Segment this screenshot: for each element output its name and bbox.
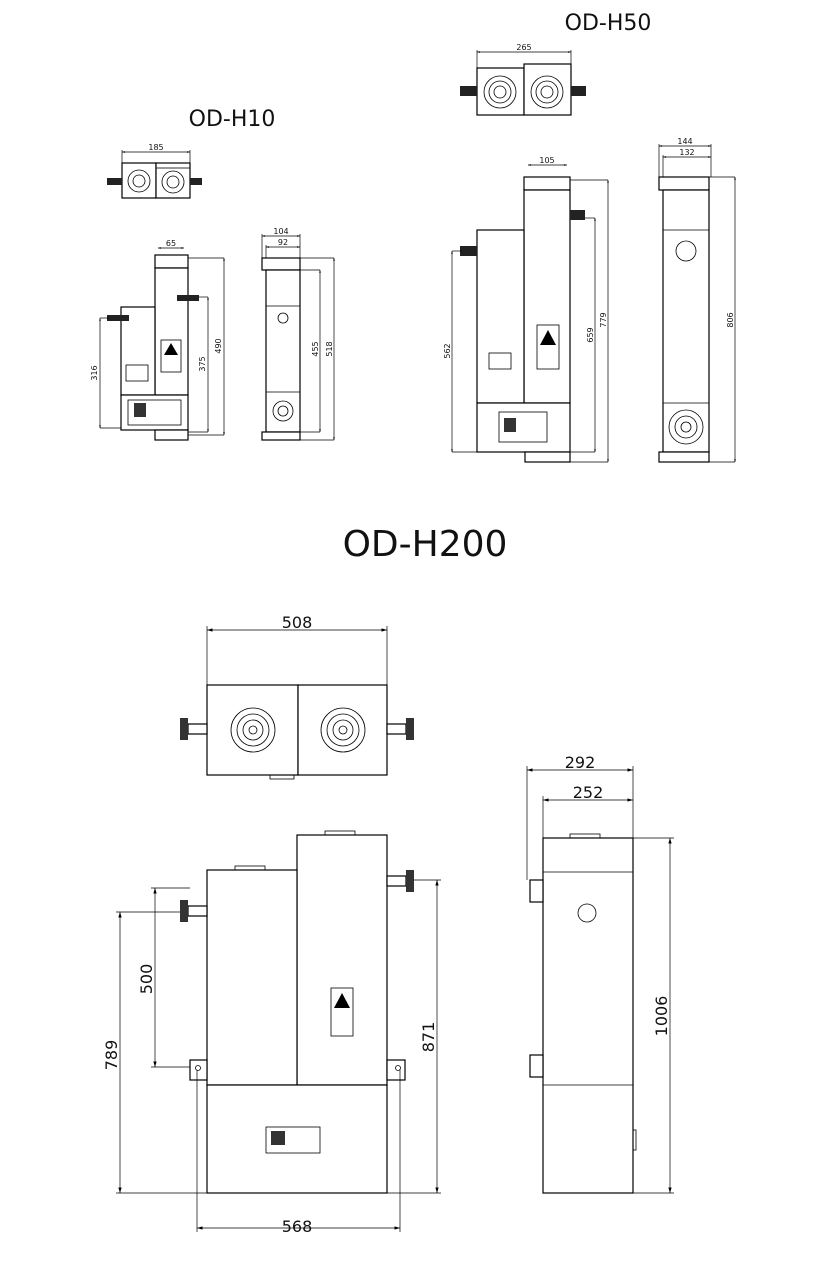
- od-h10-top-view: [107, 150, 202, 199]
- od-h200-side-width-outer: 292: [565, 753, 596, 772]
- od-h10-side-height-total: 518: [325, 341, 334, 356]
- fan-icon: [161, 170, 185, 194]
- vent-icon: [488, 352, 512, 370]
- fan-icon: [530, 75, 564, 109]
- fan-icon: [320, 707, 366, 753]
- od-h200-left-height: 789: [102, 1040, 121, 1071]
- od-h200-side-width-inner: 252: [573, 783, 604, 802]
- od-h50-side-view: [658, 144, 736, 463]
- title-od-h10: OD-H10: [189, 107, 276, 132]
- od-h50-side-width-inner: 132: [679, 148, 694, 157]
- fan-icon: [668, 409, 704, 445]
- od-h10-side-view: [261, 234, 335, 441]
- od-h50-side-height-total: 806: [726, 312, 735, 327]
- title-od-h50: OD-H50: [565, 11, 652, 36]
- od-h50-outlet-height: 659: [586, 327, 595, 342]
- od-h10-left-height: 316: [90, 365, 99, 380]
- title-od-h200: OD-H200: [343, 524, 508, 565]
- od-h200-side-view: [526, 766, 674, 1194]
- od-h10-side-height-inner: 455: [311, 341, 320, 356]
- od-h200-top-width: 508: [282, 613, 313, 632]
- od-h50-left-height: 562: [443, 343, 452, 358]
- od-h200-side-height-total: 1006: [652, 996, 671, 1037]
- od-h10-top-width: 185: [148, 143, 163, 152]
- od-h50-front-view: [451, 164, 609, 463]
- vent-icon: [125, 364, 149, 382]
- od-h10-outlet-height: 375: [198, 356, 207, 371]
- od-h200-top-view: [180, 626, 414, 780]
- warning-label-icon: [536, 324, 560, 370]
- od-h10-side-width-outer: 104: [273, 227, 288, 236]
- od-h10-total-height: 490: [214, 338, 223, 353]
- fan-icon: [230, 707, 276, 753]
- warning-label-icon: [330, 987, 354, 1037]
- fan-icon: [127, 169, 151, 193]
- od-h200-inlet-height: 500: [137, 964, 156, 995]
- od-h10-flange-width: 65: [166, 239, 176, 248]
- warning-label-icon: [160, 339, 182, 373]
- od-h50-total-height: 779: [599, 312, 608, 327]
- od-h10-front-view: [99, 247, 225, 441]
- od-h50-flange-width: 105: [539, 156, 554, 165]
- od-h50-top-width: 265: [516, 43, 531, 52]
- od-h200-outlet-height: 871: [419, 1022, 438, 1053]
- fan-icon: [483, 75, 517, 109]
- fan-icon: [272, 400, 294, 422]
- od-h200-front-view: [116, 830, 441, 1232]
- od-h200-base-width: 568: [282, 1217, 313, 1236]
- od-h10-side-width-inner: 92: [278, 238, 288, 247]
- od-h50-top-view: [460, 50, 586, 116]
- od-h50-side-width-outer: 144: [677, 137, 692, 146]
